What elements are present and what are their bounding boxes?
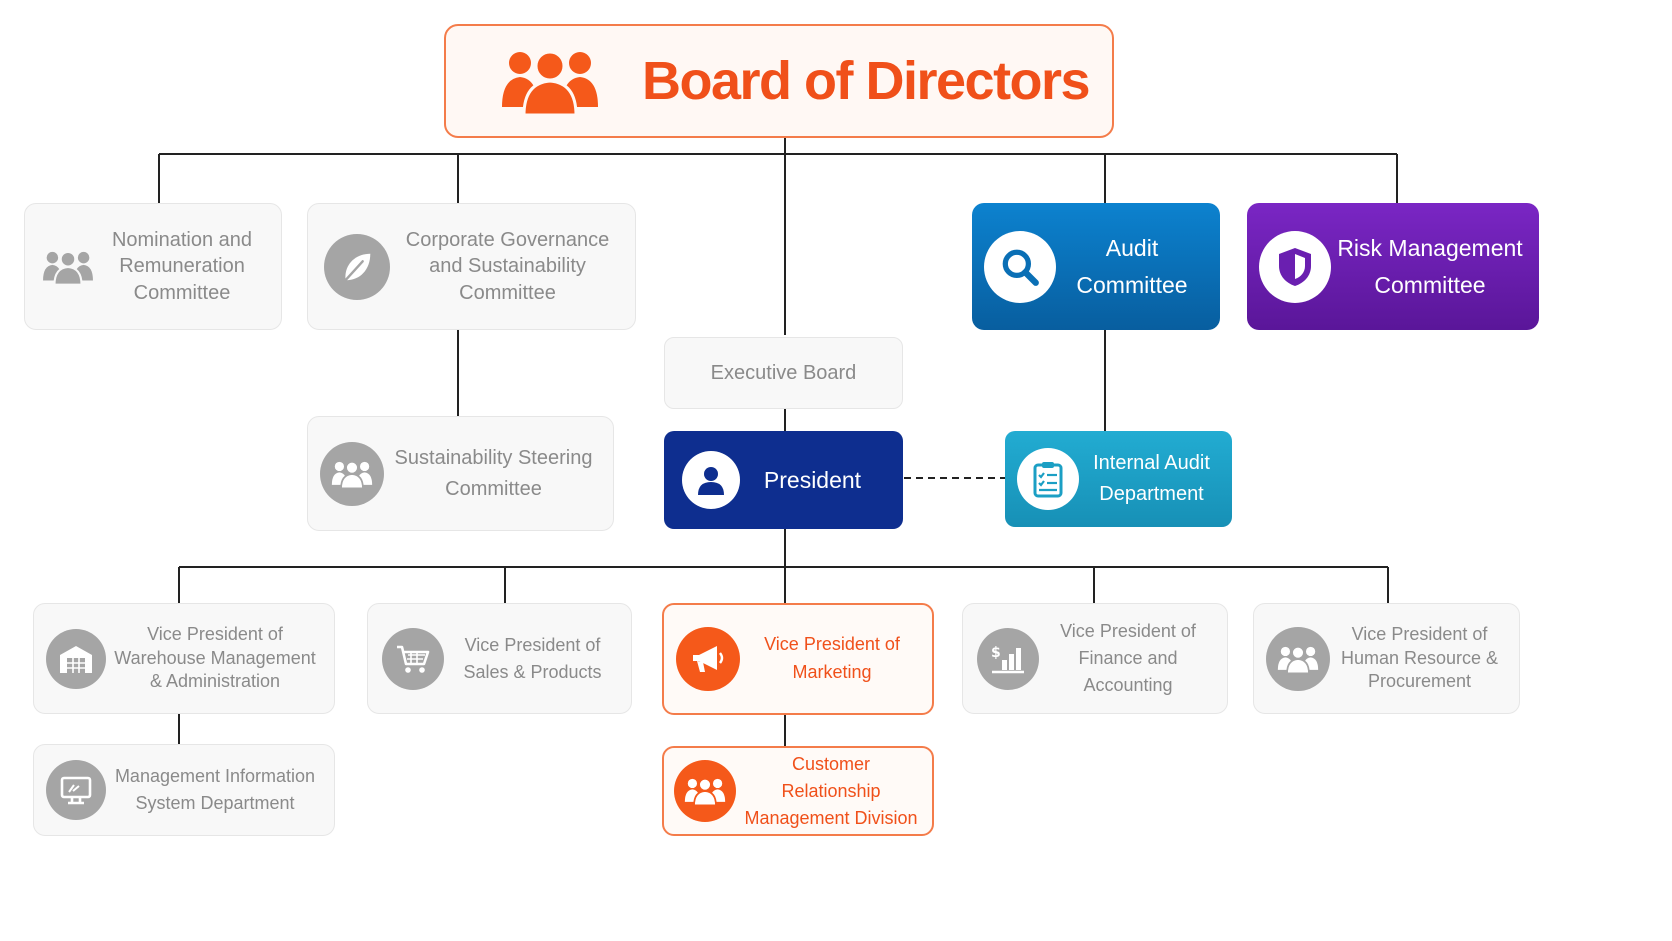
vp-warehouse-label: Vice President of Warehouse Management &… xyxy=(114,623,316,692)
nomination-remuneration-committee-box[interactable]: Nomination and Remuneration Committee xyxy=(24,203,282,330)
audit-committee-box[interactable]: Audit Committee xyxy=(972,203,1220,330)
executive-board-box[interactable]: Executive Board xyxy=(664,337,903,409)
risk-management-committee-box[interactable]: Risk Management Committee xyxy=(1247,203,1539,330)
board-of-directors-box[interactable]: Board of Directors xyxy=(444,24,1114,138)
people-group-icon xyxy=(320,441,384,506)
crm-division-label: Customer Relationship Management Divisio… xyxy=(744,753,918,828)
monitor-icon xyxy=(46,760,106,820)
people-group-icon xyxy=(498,43,602,119)
vp-sales-label: Vice President of Sales & Products xyxy=(463,634,602,682)
mis-department-box[interactable]: Management Information System Department xyxy=(33,744,335,836)
clipboard-checklist-icon xyxy=(1017,448,1079,510)
president-label: President xyxy=(763,466,862,493)
people-group-icon xyxy=(41,240,95,294)
internal-audit-department-label: Internal Audit Department xyxy=(1093,452,1210,505)
megaphone-icon xyxy=(676,627,740,691)
finance-chart-icon: $ xyxy=(977,627,1039,690)
crm-division-box[interactable]: Customer Relationship Management Divisio… xyxy=(662,746,934,836)
president-box[interactable]: President xyxy=(664,431,903,529)
vp-hr-box[interactable]: Vice President of Human Resource & Procu… xyxy=(1253,603,1520,714)
corporate-governance-committee-label: Corporate Governance and Sustainability … xyxy=(405,228,610,304)
shopping-cart-icon xyxy=(382,627,444,690)
mis-department-label: Management Information System Department xyxy=(114,766,316,813)
audit-committee-label: Audit Committee xyxy=(1076,234,1188,298)
warehouse-icon xyxy=(46,628,106,689)
shield-icon xyxy=(1259,230,1331,303)
vp-finance-label: Vice President of Finance and Accounting xyxy=(1060,621,1196,695)
vp-marketing-label: Vice President of Marketing xyxy=(764,634,900,682)
sustainability-steering-committee-box[interactable]: Sustainability Steering Committee xyxy=(307,416,614,531)
nomination-remuneration-committee-label: Nomination and Remuneration Committee xyxy=(111,228,253,304)
vp-hr-label: Vice President of Human Resource & Procu… xyxy=(1340,623,1499,692)
sustainability-steering-committee-label: Sustainability Steering Committee xyxy=(394,446,593,500)
people-group-icon xyxy=(1266,626,1330,691)
vp-warehouse-box[interactable]: Vice President of Warehouse Management &… xyxy=(33,603,335,714)
leaf-icon xyxy=(324,233,390,300)
svg-text:$: $ xyxy=(991,645,1001,661)
vp-finance-box[interactable]: $ Vice President of Finance and Accounti… xyxy=(962,603,1228,714)
board-title: Board of Directors xyxy=(642,51,1091,111)
vp-sales-box[interactable]: Vice President of Sales & Products xyxy=(367,603,632,714)
search-icon xyxy=(984,230,1056,303)
people-group-icon xyxy=(674,760,736,822)
internal-audit-department-box[interactable]: Internal Audit Department xyxy=(1005,431,1232,527)
corporate-governance-committee-box[interactable]: Corporate Governance and Sustainability … xyxy=(307,203,636,330)
person-icon xyxy=(682,451,740,509)
vp-marketing-box[interactable]: Vice President of Marketing xyxy=(662,603,934,715)
executive-board-label: Executive Board xyxy=(710,361,857,384)
risk-management-committee-label: Risk Management Committee xyxy=(1337,234,1523,298)
